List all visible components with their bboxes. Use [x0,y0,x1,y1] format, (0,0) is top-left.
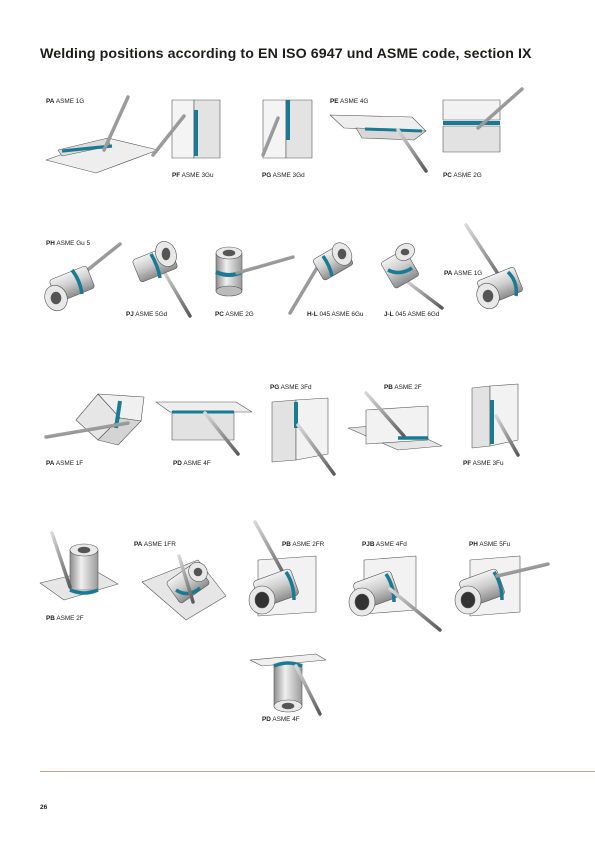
weld-figure-jl045-6gd [381,243,444,310]
label-ph-5fu: PH ASME 5Fu [469,541,511,548]
label-pa-1g: PA ASME 1G [46,98,85,105]
weld-figure-pf-3gu [151,99,221,159]
weld-figure-pjb-4fd [348,555,442,632]
label-pa-1fr: PA ASME 1FR [134,541,176,548]
weld-figure-pb-2fr [248,520,317,617]
weld-figure-pf-3fu [471,383,520,457]
label-pf-3fu: PF ASME 3Fu [463,460,504,467]
label-pe-4g: PE ASME 4G [330,98,369,105]
label-pc-2g: PC ASME 2G [443,172,482,179]
label-pa-1f: PA ASME 1F [46,460,84,467]
label-pd-4f: PD ASME 4F [173,460,211,467]
label-pf-3gu: PF ASME 3Gu [172,172,214,179]
weld-figure-ph-gu5 [44,242,122,312]
weld-figure-pb-2f-pipe [39,531,119,601]
label-pg-3gd: PG ASME 3Gd [262,172,305,179]
weld-figure-pg-3gd [261,99,313,159]
weld-figure-pb-2f [347,391,443,451]
weld-figure-pe-4g [329,114,428,173]
weld-figure-ph-5fu [454,555,550,617]
weld-figure-hl045-6gu [288,242,353,315]
weld-figure-pj-5gd [132,241,192,318]
label-pb-2f: PB ASME 2F [384,384,422,391]
label-ph-gu5: PH ASME Gu 5 [46,240,91,247]
weld-figure-pg-3fd [271,397,336,476]
label-pb-2fr: PB ASME 2FR [282,541,325,548]
label-pb-2f-pipe: PB ASME 2F [46,615,84,622]
weld-figure-pa-1g [45,95,159,174]
label-pa-1g-pipe: PA ASME 1G [444,270,483,277]
label-jl-6gd: J-L 045 ASME 6Gd [384,311,440,318]
label-hl-6gu: H-L 045 ASME 6Gu [307,311,364,318]
page-title: Welding positions according to EN ISO 69… [40,46,532,62]
label-pg-3fd: PG ASME 3Fd [270,384,312,391]
footer-rule [40,771,595,772]
page-number: 26 [40,804,48,811]
label-pc-2g-pipe: PC ASME 2G [215,311,254,318]
weld-figure-pc-2g-pipe [215,246,295,297]
weld-figure-pd-4f-pipe [249,653,327,716]
weld-figure-pa-1f [44,393,145,446]
weld-figure-pa-1g-pipe [464,223,523,310]
weld-figure-pd-4f [155,401,253,456]
weld-figure-pc-2g [442,87,524,153]
label-pj-5gd: PJ ASME 5Gd [126,311,168,318]
label-pjb-4fd: PJB ASME 4Fd [362,541,407,548]
label-pd-4f-pipe: PD ASME 4F [262,716,300,723]
weld-figure-pa-1fr [141,554,227,621]
